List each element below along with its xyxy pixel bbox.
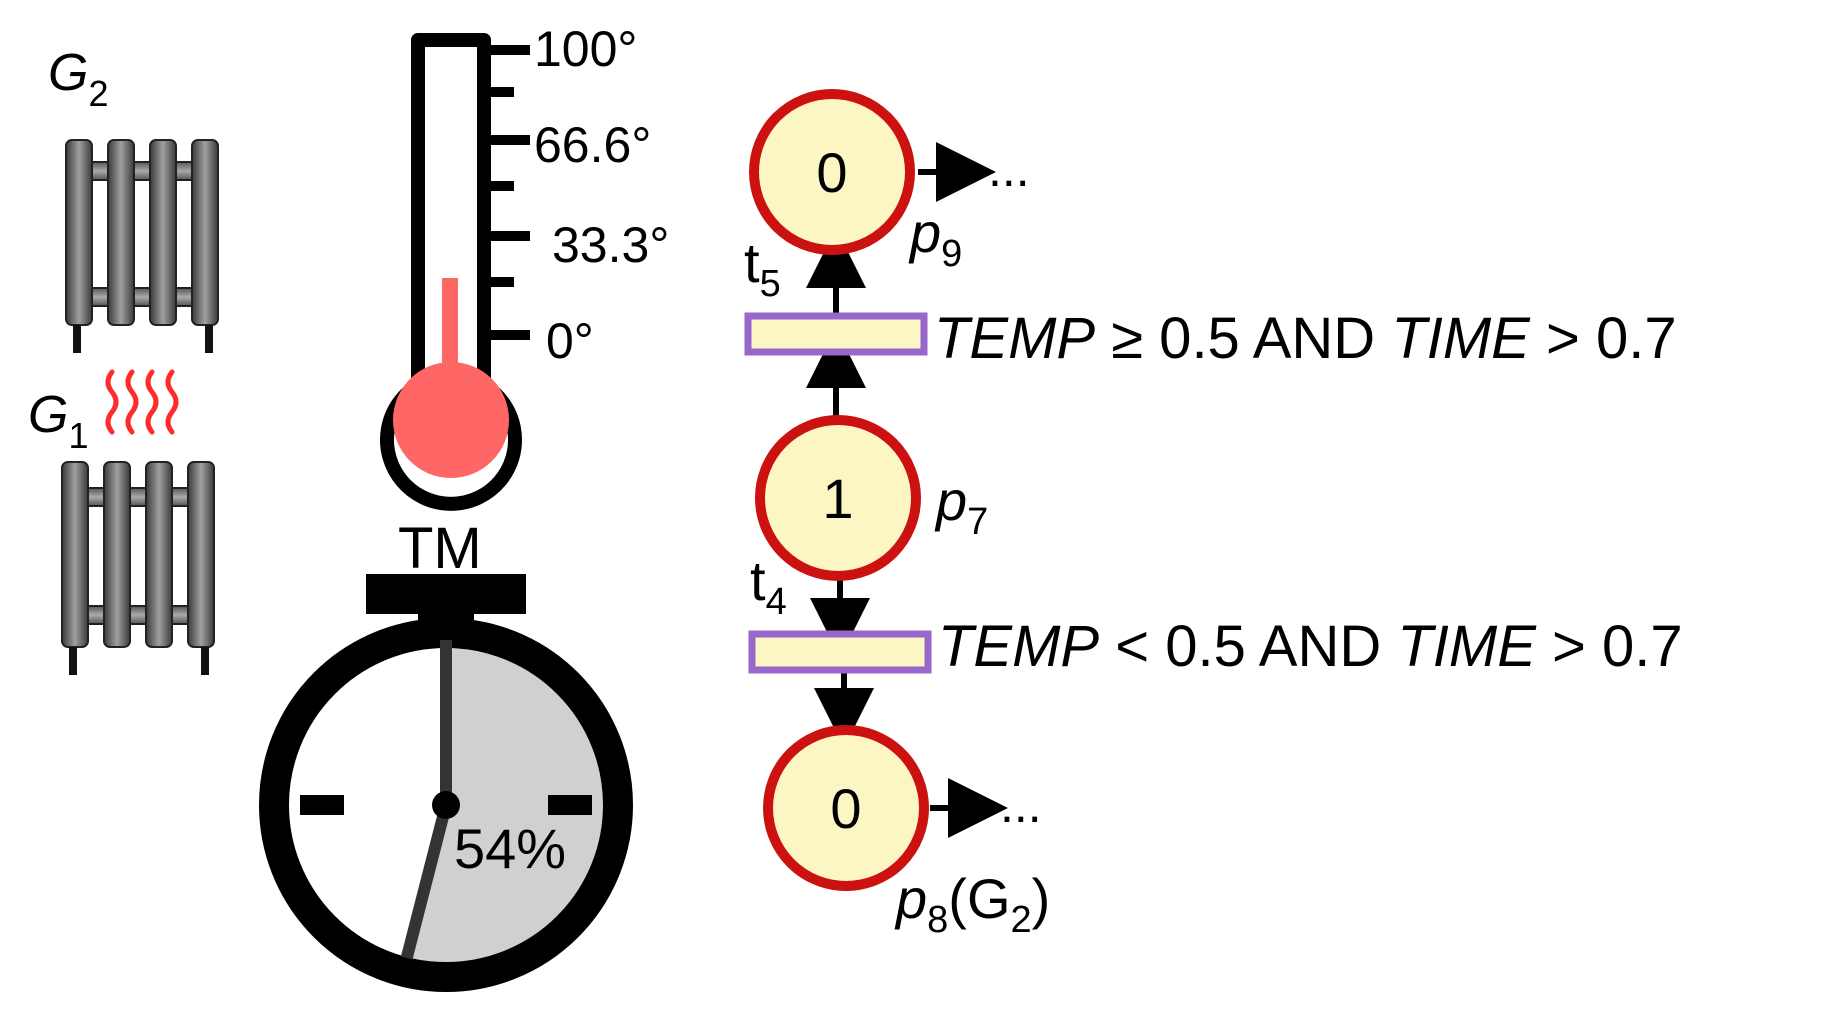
transition-t5: t5 TEMP ≥ 0.5 AND TIME > 0.7 — [744, 231, 1677, 371]
stopwatch-progress-sector — [406, 646, 605, 963]
heat-waves-icon — [105, 369, 179, 435]
thermometer-scale — [484, 45, 530, 340]
tick-label-66: 66.6° — [534, 117, 651, 173]
transition-t4-guard: TEMP < 0.5 AND TIME > 0.7 — [938, 614, 1683, 679]
place-p8-tokens: 0 — [830, 777, 861, 840]
place-p7-tokens: 1 — [822, 467, 853, 530]
transition-t5-label: t5 — [744, 231, 781, 305]
petri-arcs — [806, 142, 1008, 838]
thermometer-bulb — [393, 362, 509, 478]
place-p9-label: p9 — [908, 201, 962, 275]
stopwatch-hand — [400, 803, 452, 960]
tick-label-100: 100° — [534, 21, 637, 77]
thermometer: 100° 66.6° 33.3° 0° TM — [380, 21, 669, 581]
place-p9-tokens: 0 — [816, 141, 847, 204]
place-p8: 0 p8(G2) ... — [763, 725, 1050, 941]
place-p8-continuation: ... — [1000, 777, 1042, 833]
place-p7: 1 p7 — [755, 415, 988, 581]
radiator-g2-icon — [65, 139, 219, 353]
transition-t4: t4 TEMP < 0.5 AND TIME > 0.7 — [748, 549, 1683, 679]
place-p7-label: p7 — [934, 469, 988, 543]
radiator-g1: G1 — [28, 369, 215, 675]
stopwatch-percent-label: 54% — [454, 817, 566, 880]
place-p9-continuation: ... — [988, 141, 1030, 197]
radiator-g2-label: G2 — [48, 44, 108, 114]
place-p8-label: p8(G2) — [894, 867, 1050, 941]
radiator-g1-label: G1 — [28, 386, 88, 456]
stopwatch: 54% — [259, 574, 633, 992]
transition-t5-guard: TEMP ≥ 0.5 AND TIME > 0.7 — [934, 306, 1677, 371]
place-p9: 0 p9 ... — [749, 89, 1030, 275]
tick-label-33: 33.3° — [552, 217, 669, 273]
radiator-g2: G2 — [48, 44, 219, 353]
thermometer-caption: TM — [398, 516, 482, 581]
radiator-g1-icon — [61, 461, 215, 675]
tick-label-0: 0° — [546, 313, 594, 369]
transition-t4-label: t4 — [750, 549, 787, 623]
stopwatch-rim — [259, 618, 633, 992]
